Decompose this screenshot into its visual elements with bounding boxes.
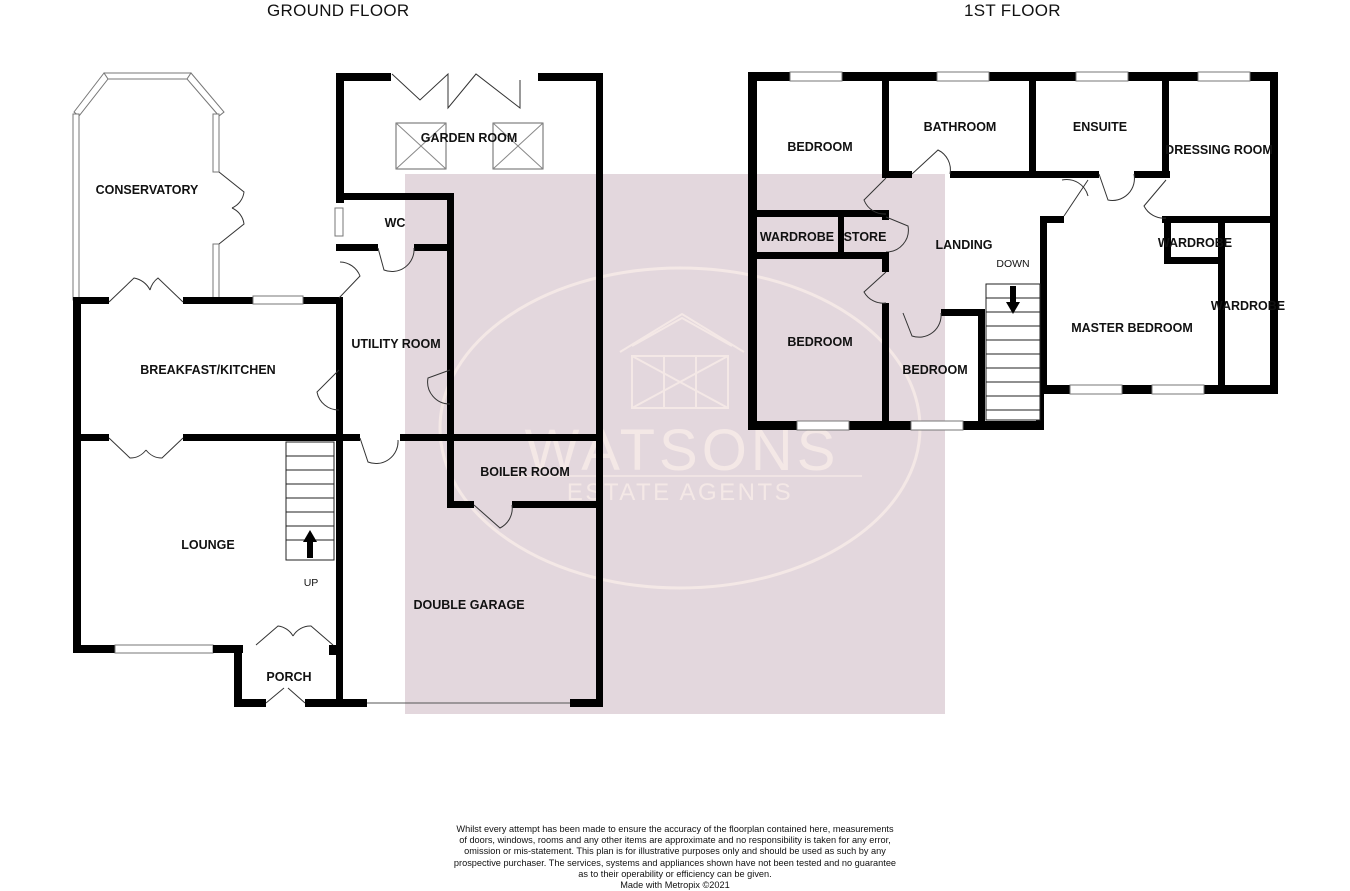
first-floor-plan xyxy=(748,71,1278,431)
room-store: STORE xyxy=(844,230,887,244)
room-master-bedroom: MASTER BEDROOM xyxy=(1071,321,1193,335)
room-porch: PORCH xyxy=(266,670,311,684)
stairs-up-label: UP xyxy=(304,577,319,589)
room-breakfast-kitchen: BREAKFAST/KITCHEN xyxy=(140,363,275,377)
disclaimer-line: of doors, windows, rooms and any other i… xyxy=(459,835,891,846)
first-floor-stairs xyxy=(985,283,1041,421)
room-bedroom-3: BEDROOM xyxy=(902,363,967,377)
room-wardrobe-2: WARDROBE xyxy=(1158,236,1232,250)
disclaimer: Whilst every attempt has been made to en… xyxy=(440,824,910,891)
watermark-background xyxy=(405,174,945,714)
ground-floor-title: GROUND FLOOR xyxy=(267,1,410,20)
room-bathroom: BATHROOM xyxy=(924,120,997,134)
room-garden-room: GARDEN ROOM xyxy=(421,131,518,145)
first-floor-title: 1ST FLOOR xyxy=(964,1,1061,20)
watermark-subtitle: ESTATE AGENTS xyxy=(567,479,793,506)
disclaimer-credit: Made with Metropix ©2021 xyxy=(620,880,730,891)
room-lounge: LOUNGE xyxy=(181,538,234,552)
disclaimer-line: prospective purchaser. The services, sys… xyxy=(453,857,897,868)
room-double-garage: DOUBLE GARAGE xyxy=(413,598,524,612)
ground-floor-plan xyxy=(72,72,603,707)
room-landing: LANDING xyxy=(936,238,993,252)
stairs-down-label: DOWN xyxy=(996,258,1029,270)
ground-stairs xyxy=(285,441,335,561)
disclaimer-line: Whilst every attempt has been made to en… xyxy=(456,824,894,834)
room-ensuite: ENSUITE xyxy=(1073,120,1127,134)
room-boiler: BOILER ROOM xyxy=(480,465,570,479)
disclaimer-line: as to their operability or efficiency ca… xyxy=(578,868,772,879)
watermark-house-icon xyxy=(619,312,745,409)
room-wardrobe-3: WARDROBE xyxy=(1211,299,1285,313)
disclaimer-line: omission or mis-statement. This plan is … xyxy=(464,846,886,857)
room-dressing-room: DRESSING ROOM xyxy=(1165,143,1273,157)
room-utility: UTILITY ROOM xyxy=(351,337,440,351)
watermark: WATSONS ESTATE AGENTS xyxy=(405,174,945,714)
room-wardrobe-1: WARDROBE xyxy=(760,230,834,244)
room-wc: WC xyxy=(385,216,406,230)
room-bedroom-2: BEDROOM xyxy=(787,335,852,349)
room-bedroom-1: BEDROOM xyxy=(787,140,852,154)
room-conservatory: CONSERVATORY xyxy=(96,183,199,197)
